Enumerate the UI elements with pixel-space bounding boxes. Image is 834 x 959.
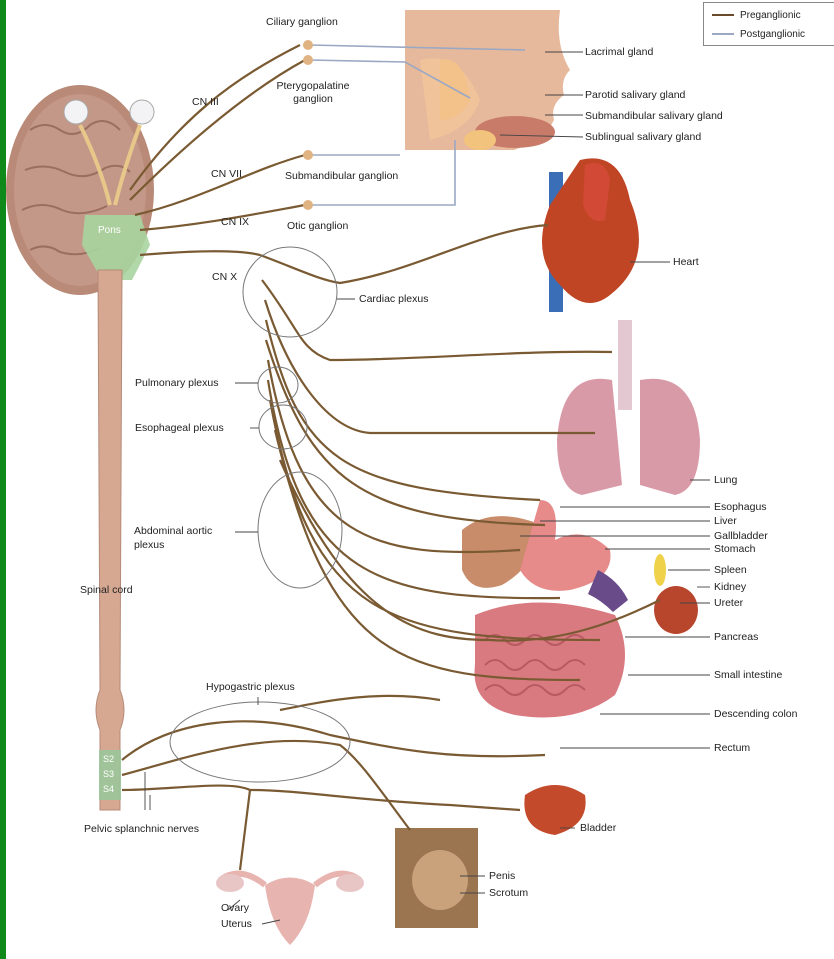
ganglia-markers (303, 40, 313, 210)
hypogastric-plexus-label: Hypogastric plexus (206, 681, 295, 693)
esophageal-plexus-label: Esophageal plexus (135, 422, 224, 434)
s3-label: S3 (103, 769, 114, 779)
cardiac-plexus-label: Cardiac plexus (359, 293, 428, 305)
spleen-label: Spleen (714, 564, 747, 576)
s4-label: S4 (103, 784, 114, 794)
sublingual-label: Sublingual salivary gland (585, 131, 701, 143)
submandibular-ganglion-label: Submandibular ganglion (285, 170, 398, 182)
esophagus-label: Esophagus (714, 501, 767, 513)
submandibular-gland-label: Submandibular salivary gland (585, 110, 723, 122)
liver-label: Liver (714, 515, 737, 527)
penis-label: Penis (489, 870, 515, 882)
legend-preganglionic: Preganglionic (712, 10, 801, 21)
pelvic-splanchnic-nerves-label: Pelvic splanchnic nerves (84, 823, 199, 835)
spinal-cord-illustration (96, 270, 124, 810)
bladder-label: Bladder (580, 822, 616, 834)
stomach-label: Stomach (714, 543, 755, 555)
cn10-label: CN X (212, 271, 237, 283)
pulmonary-plexus-label: Pulmonary plexus (135, 377, 218, 389)
brain-illustration (6, 85, 154, 295)
abdominal-organs-illustration (462, 500, 698, 718)
ciliary-ganglion-label: Ciliary ganglion (266, 16, 338, 28)
lacrimal-gland-label: Lacrimal gland (585, 46, 653, 58)
heart-illustration (542, 158, 639, 312)
ureter-label: Ureter (714, 597, 743, 609)
bladder-illustration (524, 785, 585, 835)
pons-label: Pons (98, 225, 121, 236)
legend: Preganglionic Postganglionic (703, 2, 834, 46)
cn9-label: CN IX (221, 216, 249, 228)
spinal-cord-label: Spinal cord (80, 584, 133, 596)
lung-label: Lung (714, 474, 737, 486)
pancreas-label: Pancreas (714, 631, 758, 643)
cardiac-plexus-outline (243, 247, 337, 337)
legend-postganglionic: Postganglionic (712, 29, 805, 40)
kidney-label: Kidney (714, 581, 746, 593)
cn3-label: CN III (192, 96, 219, 108)
preganglionic-swatch (712, 14, 734, 16)
ovary-label: Ovary (221, 902, 249, 914)
abdominal-plexus-outline (258, 472, 342, 588)
cn7-label: CN VII (211, 168, 242, 180)
s2-label: S2 (103, 754, 114, 764)
small-intestine-label: Small intestine (714, 669, 782, 681)
gallbladder-label: Gallbladder (714, 530, 768, 542)
abdominal-plexus-label-line1: Abdominal aortic (134, 525, 212, 537)
head-illustration (405, 10, 570, 150)
lungs-illustration (557, 320, 700, 495)
rectum-label: Rectum (714, 742, 750, 754)
pterygopalatine-label-line1: Pterygopalatine (258, 80, 368, 92)
abdominal-plexus-label-line2: plexus (134, 539, 164, 551)
pterygopalatine-label-line2: ganglion (258, 93, 368, 105)
postganglionic-swatch (712, 33, 734, 35)
descending-colon-label: Descending colon (714, 708, 797, 720)
uterus-label: Uterus (221, 918, 252, 930)
heart-label: Heart (673, 256, 699, 268)
parotid-label: Parotid salivary gland (585, 89, 685, 101)
otic-ganglion-label: Otic ganglion (287, 220, 348, 232)
scrotum-label: Scrotum (489, 887, 528, 899)
